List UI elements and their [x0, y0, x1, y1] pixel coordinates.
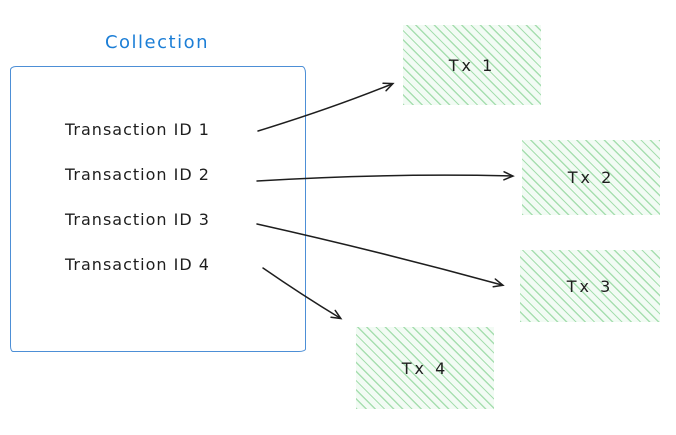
tx-node-1-label: Tx 1 — [448, 55, 496, 75]
tx-node-2: Tx 2 — [522, 140, 660, 215]
tx-node-3-label: Tx 3 — [566, 276, 614, 296]
tx-node-2-label: Tx 2 — [567, 168, 615, 187]
transaction-id-3: Transaction ID 3 — [65, 210, 210, 229]
transaction-id-list: Transaction ID 1 Transaction ID 2 Transa… — [65, 120, 210, 274]
tx-node-1: Tx 1 — [403, 25, 541, 105]
tx-node-4-label: Tx 4 — [401, 358, 449, 378]
transaction-id-4: Transaction ID 4 — [65, 255, 210, 274]
transaction-id-2: Transaction ID 2 — [65, 165, 210, 184]
collection-box — [10, 66, 306, 352]
collection-title: Collection — [104, 32, 210, 53]
tx-node-3: Tx 3 — [520, 250, 660, 322]
tx-node-4: Tx 4 — [356, 327, 494, 409]
transaction-id-1: Transaction ID 1 — [65, 120, 210, 139]
